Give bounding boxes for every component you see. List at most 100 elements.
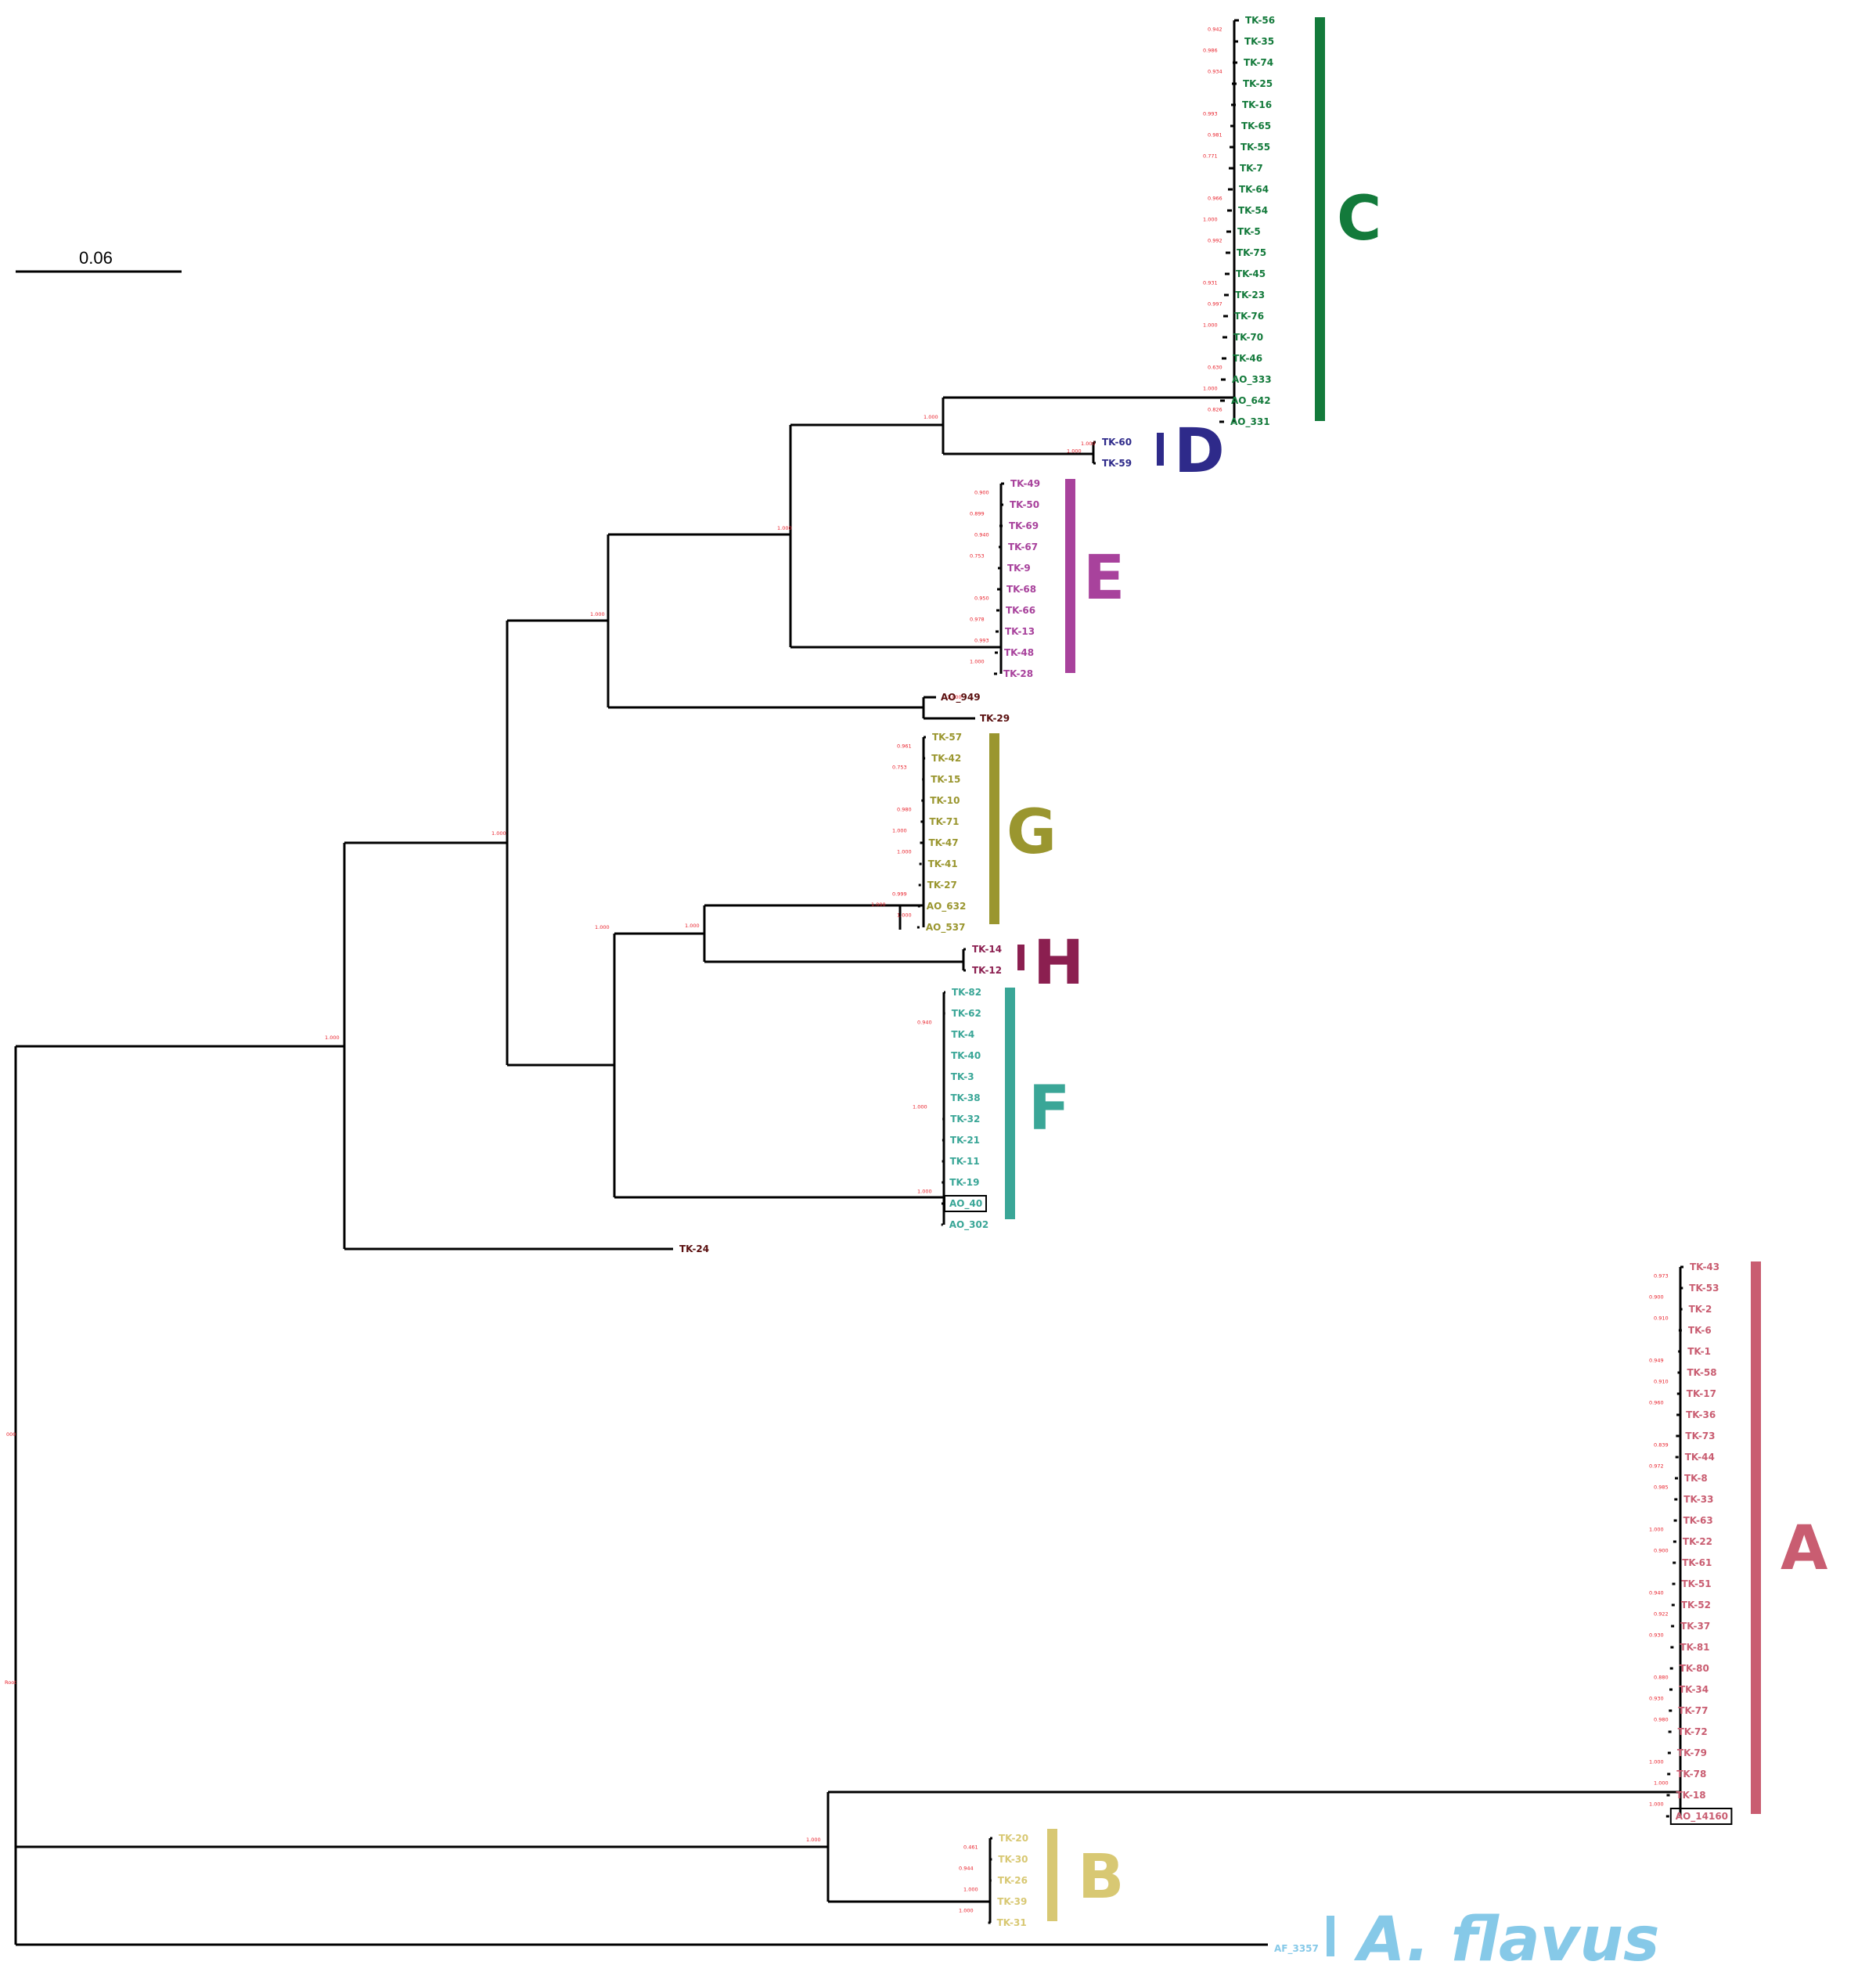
tip-label: TK-30 [998,1854,1028,1865]
support-value: 0.993 [1203,111,1218,117]
tip-label: TK-81 [1680,1642,1709,1653]
tip-label: TK-59 [1102,458,1132,469]
support-value: 0.942 [1208,27,1222,33]
tip-label: TK-7 [1240,163,1263,174]
support-value: 1.000 [1649,1801,1664,1808]
support-value: 1.000 [892,828,907,834]
tip-label: TK-56 [1245,15,1275,26]
support-value: 0.839 [1654,1442,1669,1449]
support-value: 1.000 [590,611,605,617]
tip-label: TK-35 [1244,36,1274,47]
support-value: 0.997 [1208,301,1222,308]
support-value: 1.000 [325,1035,340,1041]
tip-label: TK-32 [950,1114,980,1125]
tip-label: TK-42 [931,753,961,764]
tip-label: TK-40 [951,1050,981,1061]
tip-label: TK-49 [1010,478,1040,489]
support-value: 1.000 [595,924,610,930]
tip-label: TK-13 [1005,626,1035,637]
support-values: 0.9420.9860.9340.9930.9810.7710.9661.000… [5,27,1669,1914]
support-value: 0.753 [892,765,907,771]
tip-label: AO_331 [1230,416,1270,428]
tip-label: TK-10 [930,795,960,806]
support-value: 0.930 [1649,1696,1664,1702]
clade-letter-b: B [1078,1842,1124,1913]
tip-label: TK-19 [949,1177,979,1188]
tip-label: TK-52 [1681,1600,1711,1611]
support-value: 0.461 [963,1844,978,1851]
support-value: 1.000 [1654,1780,1669,1787]
tip-label: TK-29 [980,713,1010,724]
tip-label: TK-61 [1682,1557,1712,1568]
clade-letter-h: H [1033,928,1084,999]
support-value: 0.985 [1654,1485,1669,1491]
support-value: 0.900 [1654,1548,1669,1554]
tip-label: TK-1 [1687,1346,1711,1357]
tip-label: TK-75 [1237,247,1266,258]
clade-bar-e [1065,479,1075,673]
tip-label: TK-72 [1678,1726,1708,1737]
support-value: 0.999 [892,891,907,898]
tip-label: TK-60 [1102,437,1132,448]
tip-label: TK-50 [1010,499,1039,510]
tip-label: TK-38 [951,1092,981,1103]
tip-label: TK-37 [1680,1621,1710,1632]
support-value: 1.000 [492,830,506,837]
tip-label: TK-43 [1690,1261,1719,1272]
support-value: 0.934 [1208,69,1222,75]
support-value: 1.000 [777,525,792,531]
tip-label: TK-68 [1006,584,1036,595]
clade-bar-flavus [1327,1916,1334,1956]
tip-label: TK-77 [1678,1705,1708,1716]
tip-label: TK-53 [1689,1283,1719,1294]
support-value: 0.981 [1208,132,1222,139]
support-value: 0.972 [1649,1463,1664,1470]
support-value: 1.000 [1203,386,1218,392]
support-value: 1.000 [1203,217,1218,223]
clade-letter-d: D [1174,416,1225,487]
tip-label: TK-79 [1677,1747,1707,1758]
tip-label: AF_3357 [1274,1943,1319,1955]
tip-label: AO_537 [926,922,966,934]
tip-label: TK-82 [952,987,981,998]
support-value: 1.000 [917,1189,932,1195]
tip-label: TK-39 [997,1896,1027,1907]
tip-label: TK-3 [951,1071,974,1082]
tip-label: TK-12 [972,965,1002,976]
tip-label-box [1669,1808,1733,1825]
support-value: 1.000 [1067,448,1082,455]
support-value: 0.986 [1203,48,1218,54]
tip-label: TK-67 [1008,542,1038,552]
tip-label: TK-34 [1679,1684,1709,1695]
tip-label: TK-4 [951,1029,974,1040]
tip-label: AO_302 [949,1219,989,1231]
support-value: 1.000 [1649,1759,1664,1765]
support-value: 0.978 [970,617,985,623]
support-value: 0.980 [897,807,912,813]
support-value: 0.940 [974,532,989,538]
support-value: 0.940 [1649,1590,1664,1596]
tip-label: TK-71 [929,816,959,827]
tip-label: TK-23 [1235,290,1265,301]
tip-label: TK-48 [1004,647,1034,658]
support-value: 0.910 [1654,1379,1669,1385]
support-value: 1.000 [897,849,912,855]
support-value: 0.993 [974,638,989,644]
tree-branches [14,19,1683,1946]
tip-label: TK-25 [1243,78,1273,89]
support-value: 0.630 [1208,365,1222,371]
tip-label: TK-18 [1676,1790,1706,1801]
clade-bar-h [1017,945,1024,970]
tip-label: TK-46 [1233,353,1262,364]
clade-letter-f: F [1028,1074,1070,1144]
tip-label: TK-70 [1233,332,1263,343]
support-value: 1.000 [924,414,938,420]
support-value: 1.000 [963,1887,978,1893]
tip-label: TK-33 [1683,1494,1713,1505]
tip-label: AO_14160 [1676,1811,1728,1823]
tip-label: TK-20 [999,1833,1028,1844]
clade-bar-d [1157,433,1164,466]
tip-label: TK-45 [1236,268,1266,279]
tip-label: TK-5 [1237,226,1261,237]
